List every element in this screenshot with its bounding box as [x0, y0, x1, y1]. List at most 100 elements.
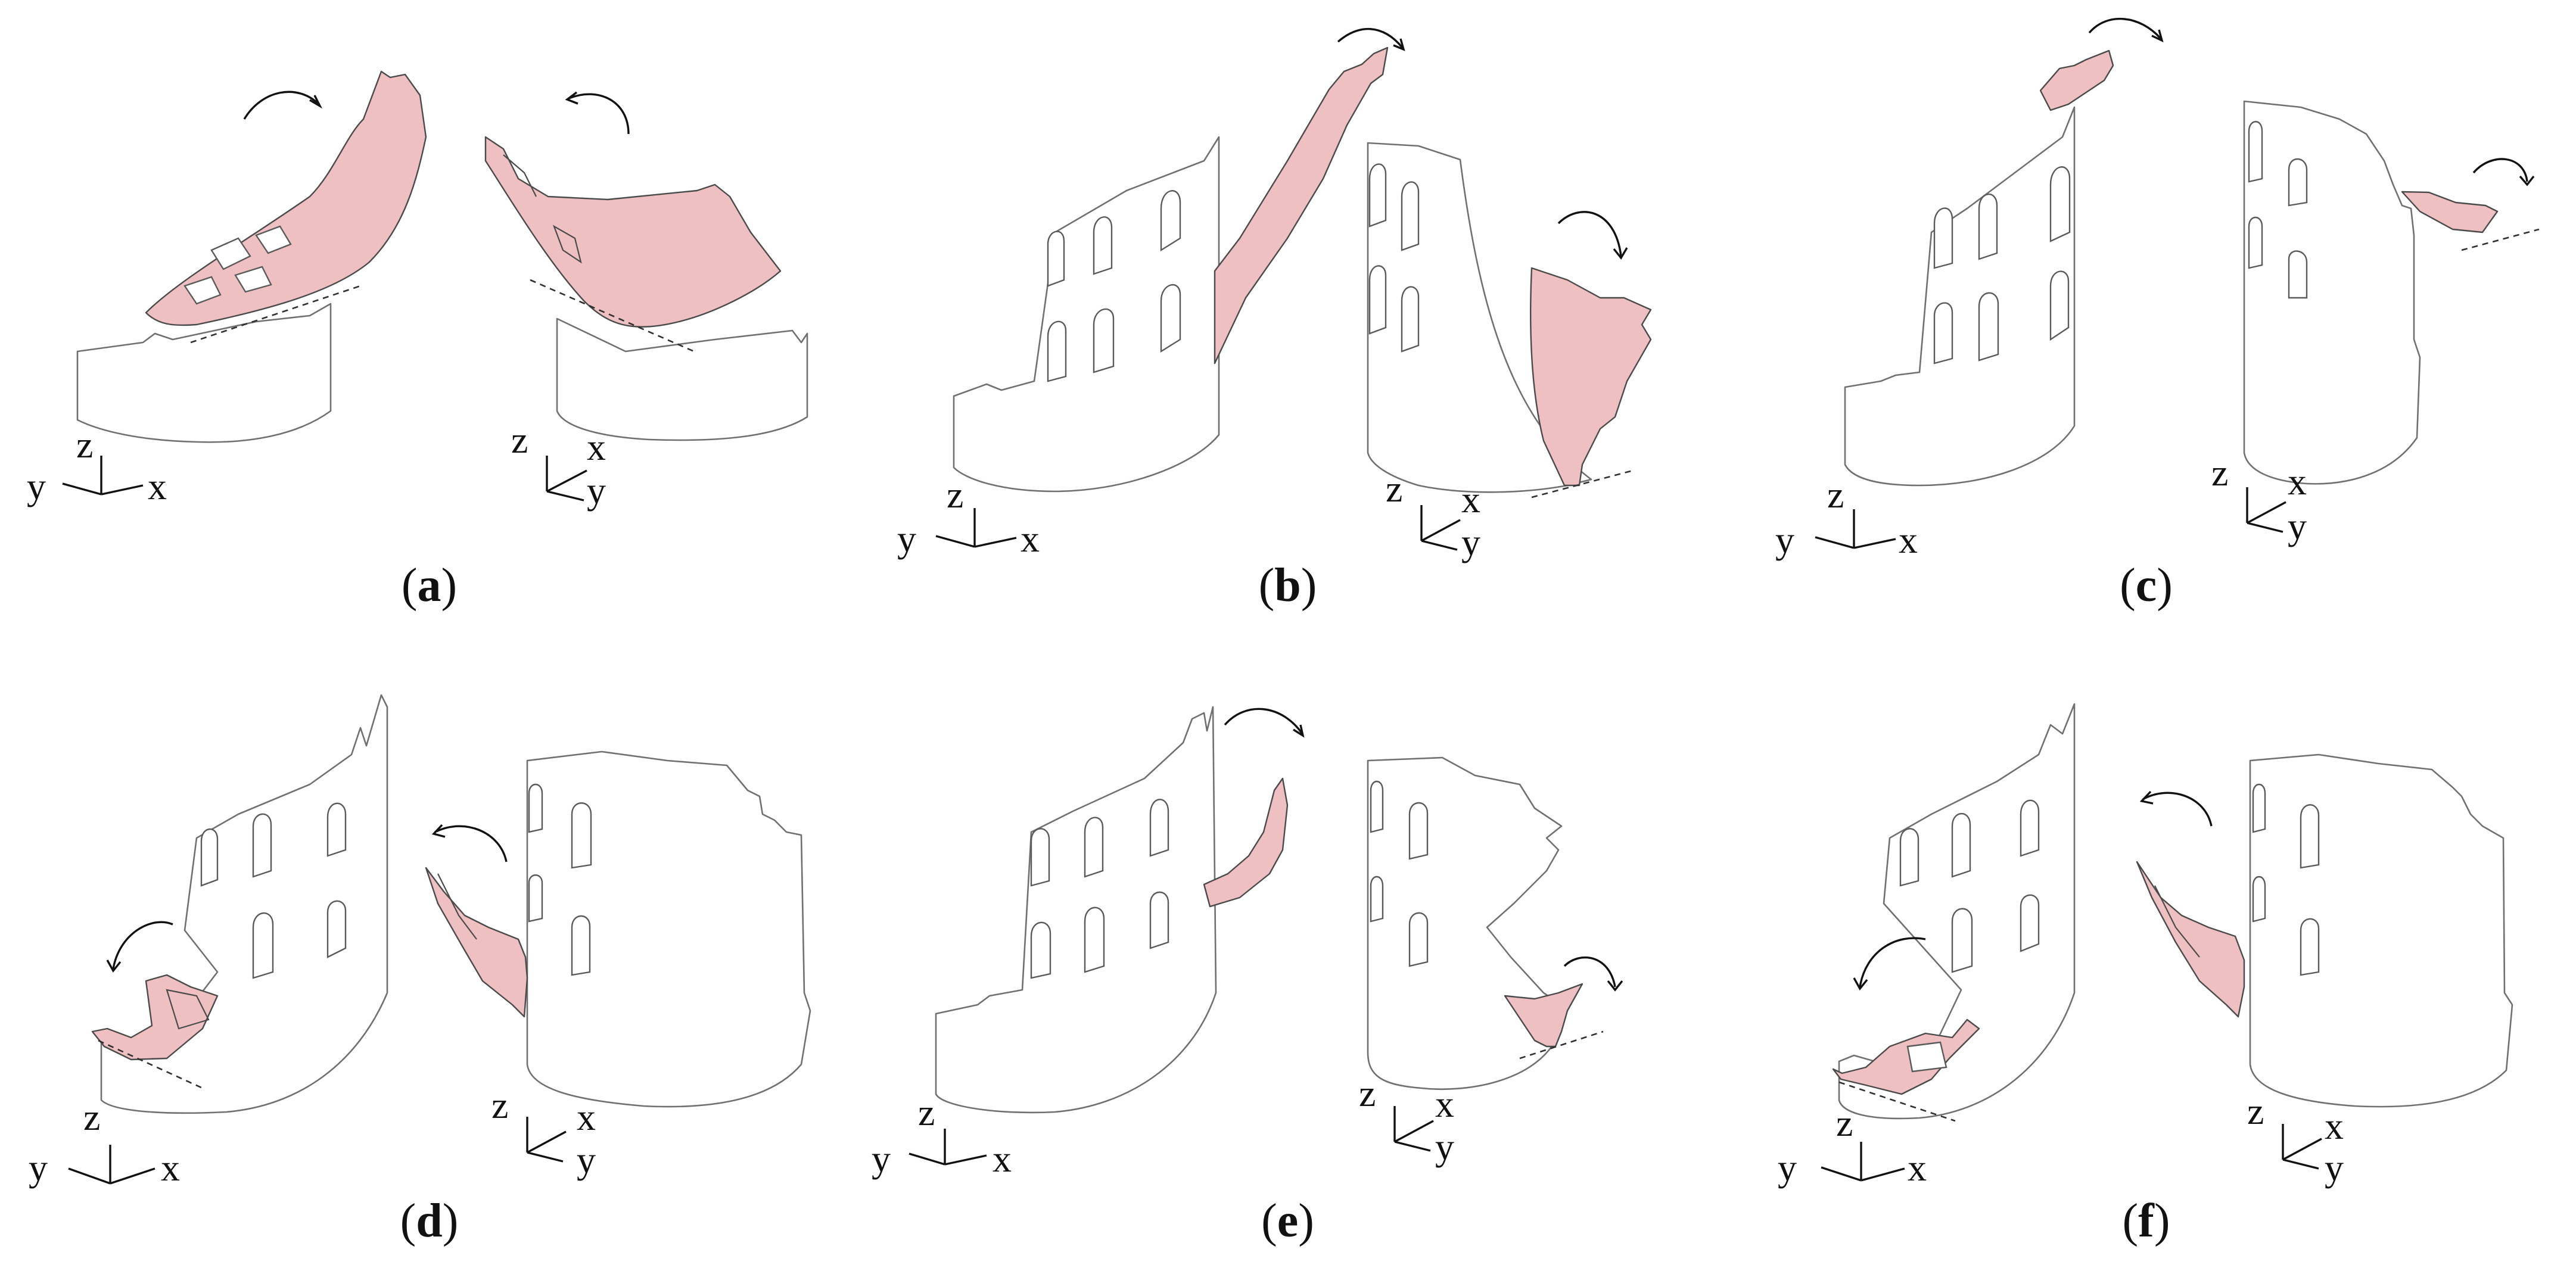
- axis-label-y: y: [1461, 521, 1480, 563]
- axis-label-x: x: [2288, 460, 2307, 503]
- left-fragment: [2039, 49, 2114, 111]
- left-axis-triad: z y x: [872, 1091, 1012, 1180]
- right-wall: [2249, 753, 2513, 1108]
- rotation-arrow: [1859, 937, 1926, 987]
- left-fragment-window: [255, 225, 292, 254]
- left-fragment-window: [183, 276, 222, 305]
- axis-label-y: y: [577, 1139, 596, 1181]
- axis-label-z: z: [2211, 451, 2228, 494]
- panel-b: z y x z x y (b): [858, 0, 1717, 636]
- left-wall: [935, 706, 1217, 1114]
- axis-label-x: x: [1899, 519, 1918, 561]
- axis-label-x: x: [993, 1138, 1012, 1180]
- rotation-arrow-head: [1613, 247, 1628, 260]
- caption-f: (f): [2122, 1195, 2170, 1247]
- rotation-arrow-head: [106, 960, 122, 973]
- panel-b-drawing: z y x z x y: [897, 28, 1652, 563]
- rotation-arrow-head: [431, 824, 446, 838]
- rotation-arrow: [434, 825, 508, 862]
- rotation-arrow-head: [2139, 790, 2154, 805]
- left-axis-triad: z y x: [27, 423, 167, 507]
- caption-letter: e: [1277, 1195, 1299, 1247]
- left-window-grid: [200, 802, 347, 979]
- axis-label-x: x: [1021, 518, 1040, 560]
- rotation-arrow-head: [1393, 38, 1405, 51]
- right-wall-base: [556, 317, 808, 441]
- left-window-grid: [1047, 190, 1181, 382]
- rotation-arrow: [1337, 28, 1404, 49]
- left-fragment: [1832, 1018, 1980, 1095]
- rotation-arrow: [1563, 957, 1616, 987]
- panel-a: z y x z x y (a): [0, 0, 858, 636]
- left-fragment-window: [210, 237, 251, 270]
- axis-label-y: y: [2288, 505, 2307, 547]
- axis-label-z: z: [76, 423, 93, 466]
- axis-label-y: y: [897, 518, 916, 560]
- right-axis-triad: z x y: [2211, 451, 2307, 547]
- caption-b: (b): [1258, 559, 1317, 612]
- axis-label-z: z: [1827, 473, 1844, 516]
- rotation-arrow-head: [309, 95, 323, 109]
- rotation-arrow: [243, 91, 320, 120]
- left-wall-base: [76, 303, 332, 443]
- right-fragment: [2401, 191, 2499, 233]
- left-hinge-line: [1838, 1081, 1956, 1122]
- rotation-arrow-head: [1293, 724, 1305, 738]
- left-fragment-window: [234, 266, 272, 293]
- rotation-arrow-head: [2151, 29, 2164, 43]
- caption-letter: f: [2138, 1195, 2154, 1247]
- rotation-arrow: [2142, 792, 2213, 827]
- left-hinge-line: [98, 1039, 203, 1089]
- right-axis-triad: z x y: [1386, 468, 1480, 563]
- left-axis-triad: z y x: [29, 1096, 180, 1189]
- axis-label-z: z: [1359, 1072, 1376, 1114]
- axis-label-z: z: [2247, 1090, 2264, 1132]
- caption-e: (e): [1261, 1195, 1314, 1247]
- right-axis-triad: z x y: [491, 1084, 596, 1181]
- axis-label-x: x: [148, 465, 167, 507]
- axis-label-z: z: [1386, 468, 1402, 510]
- right-wall: [2243, 100, 2421, 485]
- axis-label-z: z: [1836, 1102, 1853, 1144]
- left-fragment-window: [1906, 1041, 1947, 1073]
- right-window-grid: [2252, 783, 2320, 976]
- panel-e: z y x z x y (e): [858, 636, 1717, 1271]
- rotation-arrow: [112, 921, 173, 970]
- right-hinge-line: [1531, 469, 1634, 499]
- panel-a-drawing: z y x z x y: [27, 70, 808, 512]
- right-fragment-window: [552, 225, 582, 264]
- right-window-grid: [528, 783, 592, 976]
- rotation-arrow: [1557, 211, 1622, 257]
- right-axis-triad: z x y: [1359, 1072, 1454, 1168]
- panel-c-drawing: z y x z x y: [1775, 17, 2540, 561]
- left-axis-triad: z y x: [1775, 473, 1918, 561]
- rotation-arrow: [2088, 17, 2162, 40]
- axis-label-z: z: [511, 419, 528, 461]
- right-fragment-window: [437, 873, 477, 940]
- left-wall: [100, 694, 388, 1114]
- left-fragment-window: [166, 989, 210, 1030]
- panel-f-drawing: z y x z x y: [1778, 703, 2513, 1189]
- left-window-grid: [1030, 799, 1169, 979]
- panel-f: z y x z x y (f): [1717, 636, 2575, 1271]
- right-fragment: [2136, 861, 2245, 1018]
- axis-label-x: x: [577, 1096, 596, 1138]
- right-fragment-window: [2154, 885, 2200, 958]
- axis-label-y: y: [872, 1138, 891, 1180]
- right-fragment-window: [503, 154, 537, 197]
- right-hinge-line: [2461, 228, 2540, 251]
- axis-label-x: x: [1435, 1083, 1454, 1125]
- rotation-arrow-head: [2519, 175, 2535, 186]
- axis-label-z: z: [491, 1084, 508, 1126]
- right-wall: [1367, 756, 1563, 1091]
- left-window-grid: [1933, 166, 2071, 365]
- rotation-arrow: [1224, 708, 1303, 734]
- axis-label-z: z: [918, 1091, 935, 1133]
- axis-label-x: x: [1461, 478, 1480, 521]
- axis-label-z: z: [83, 1096, 100, 1138]
- caption-a: (a): [401, 559, 458, 612]
- axis-label-x: x: [1908, 1147, 1927, 1189]
- axis-label-x: x: [587, 426, 606, 468]
- caption-letter: c: [2135, 559, 2157, 612]
